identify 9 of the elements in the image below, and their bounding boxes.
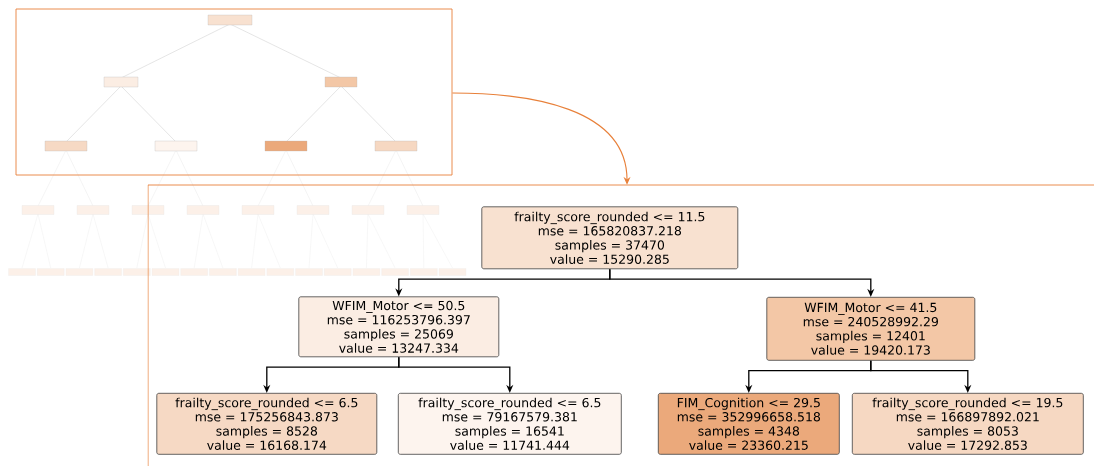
- tree-node-box: WFIM_Motor <= 50.5 mse = 116253796.397 samples = 25069 value = 13247.334: [298, 296, 500, 358]
- zoom-panel: [147, 184, 1094, 466]
- tree-node-box: frailty_score_rounded <= 6.5 mse = 79167579.381 samples = 16541 value = 11741.444: [397, 392, 622, 455]
- tree-node-box: FIM_Cognition <= 29.5 mse = 352996658.518 samples = 4348 value = 23360.215: [657, 392, 840, 455]
- tree-node-box: frailty_score_rounded <= 6.5 mse = 175256843.873 samples = 8528 value = 16168.174: [156, 392, 378, 455]
- tree-node-box: WFIM_Motor <= 41.5 mse = 240528992.29 samples = 12401 value = 19420.173: [766, 296, 976, 361]
- highlight-frame: [15, 8, 453, 176]
- tree-node-box: frailty_score_rounded <= 19.5 mse = 166897892.021 samples = 8053 value = 17292.853: [851, 392, 1084, 455]
- tree-node-box: frailty_score_rounded <= 11.5 mse = 165820837.218 samples = 37470 value = 15290.285: [481, 206, 739, 270]
